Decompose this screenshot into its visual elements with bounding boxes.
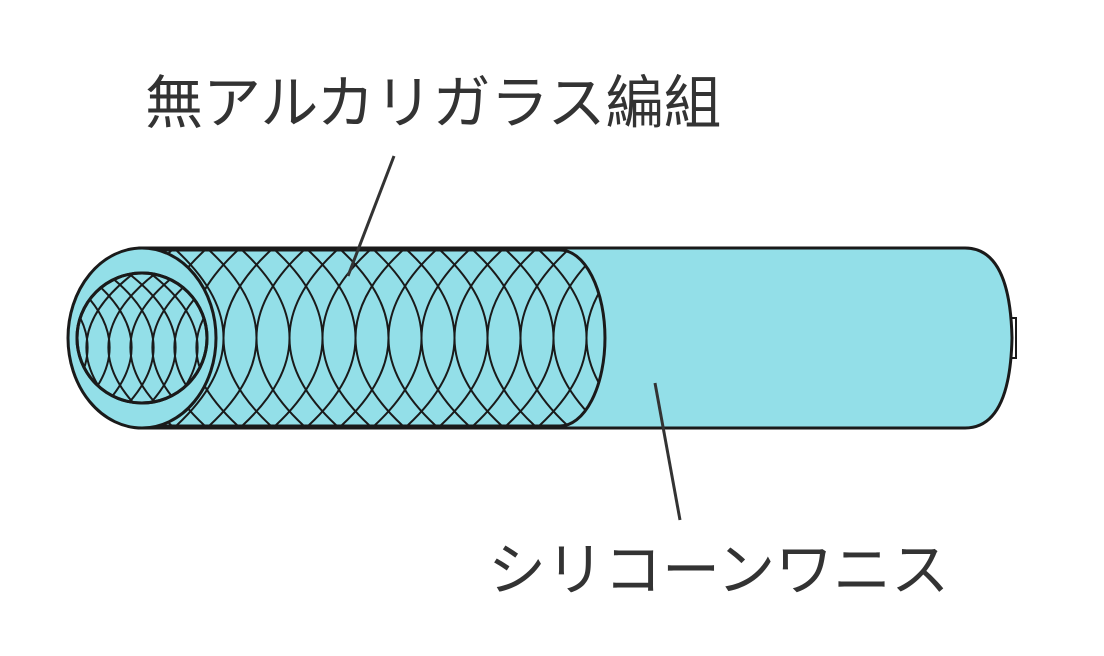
varnish-label: シリコーンワニス: [488, 536, 949, 604]
varnish-leader-line: [653, 382, 682, 521]
braid-strand: [0, 250, 26, 426]
end-strand: [14, 270, 66, 410]
sleeve-body: [138, 246, 1014, 430]
braid-strand: [453, 250, 503, 426]
braid-leader-line: [346, 155, 396, 277]
end-strand: [0, 270, 22, 410]
braid-strand: [354, 250, 404, 426]
braid-strand: [519, 250, 569, 426]
braid-strand: [222, 250, 272, 426]
sleeve-end-inner-ring: [75, 271, 209, 405]
sleeve-end-notch: [1012, 317, 1017, 359]
braid-strand: [288, 250, 338, 426]
braid-strand: [420, 250, 470, 426]
braid-strand: [585, 250, 605, 426]
braid-strand: [11, 250, 59, 426]
braid-strand: [552, 250, 602, 426]
braid-strand: [26, 250, 74, 426]
end-strand: [0, 270, 44, 410]
braid-strand: [387, 250, 437, 426]
braid-strand: [0, 250, 40, 426]
braid-strand: [0, 250, 7, 426]
end-strand: [101, 273, 155, 403]
braid-strand: [255, 250, 305, 426]
end-strand: [123, 273, 177, 403]
braid-strand: [486, 250, 536, 426]
braid-label: 無アルカリガラス編組: [145, 69, 722, 137]
braid-boundary: [140, 248, 607, 428]
end-strand: [77, 273, 89, 403]
